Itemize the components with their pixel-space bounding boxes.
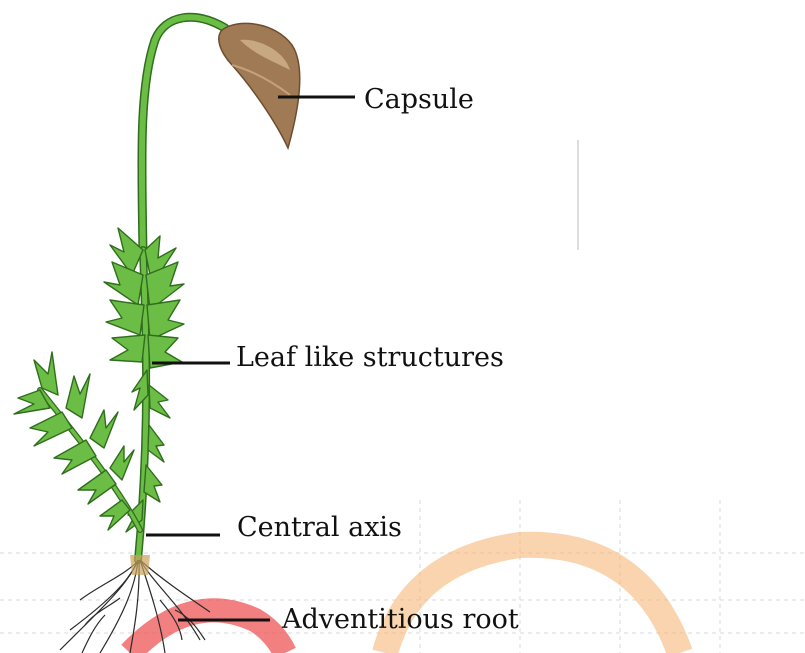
central-axis-label: Central axis bbox=[237, 512, 402, 543]
leaf-like-structures-label: Leaf like structures bbox=[236, 342, 504, 373]
watermark-arc-red bbox=[130, 610, 285, 653]
adventitious-root-label: Adventitious root bbox=[281, 604, 519, 635]
side-branch bbox=[14, 352, 140, 530]
capsule-label: Capsule bbox=[364, 84, 474, 115]
seta-stalk bbox=[142, 17, 225, 255]
capsule-icon bbox=[219, 23, 300, 148]
background-grid bbox=[0, 140, 805, 653]
watermark-arc-orange bbox=[385, 545, 680, 653]
